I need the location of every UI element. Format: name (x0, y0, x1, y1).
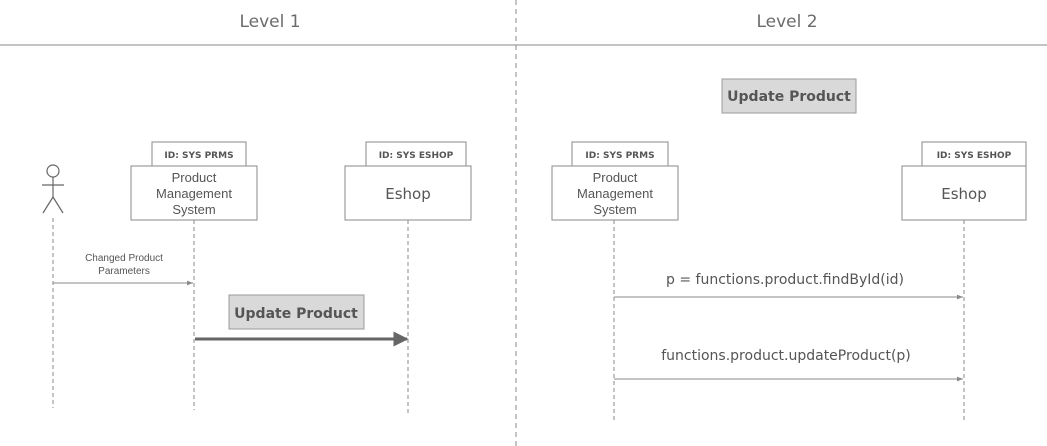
l1-prms-name-line: Management (156, 186, 232, 201)
l1-action-label-box (228, 294, 365, 330)
l1-eshop-node: ID: SYS ESHOP Eshop (344, 141, 472, 221)
l2-eshop-id: ID: SYS ESHOP (937, 151, 1012, 161)
l2-prms-node: ID: SYS PRMS Product Management System (551, 141, 679, 221)
l1-eshop-id: ID: SYS ESHOP (379, 151, 454, 161)
l2-eshop-node: ID: SYS ESHOP Eshop (901, 141, 1027, 221)
actor-icon (42, 164, 64, 214)
l2-title: Update Product (727, 89, 851, 105)
l1-prms-node: ID: SYS PRMS Product Management System (130, 141, 258, 221)
actor-message-line: Parameters (98, 266, 150, 277)
l2-prms-name-line: System (593, 202, 636, 217)
l2-message-find: p = functions.product.findById(id) (666, 272, 904, 288)
l2-prms-id: ID: SYS PRMS (585, 151, 654, 161)
actor-message-line: Changed Product (85, 253, 163, 264)
l2-eshop-name: Eshop (941, 185, 987, 203)
l1-prms-name-line: System (172, 202, 215, 217)
l1-prms-name-line: Product (172, 170, 217, 185)
l1-eshop-name: Eshop (385, 185, 431, 203)
l2-message-update: functions.product.updateProduct(p) (661, 348, 911, 364)
l1-action-label: Update Product (234, 306, 358, 322)
l2-title-box (721, 78, 857, 114)
level-1-header: Level 1 (239, 12, 300, 32)
l2-prms-name-line: Management (577, 186, 653, 201)
l2-prms-name-line: Product (593, 170, 638, 185)
l1-prms-id: ID: SYS PRMS (164, 151, 233, 161)
level-2-header: Level 2 (756, 12, 817, 32)
